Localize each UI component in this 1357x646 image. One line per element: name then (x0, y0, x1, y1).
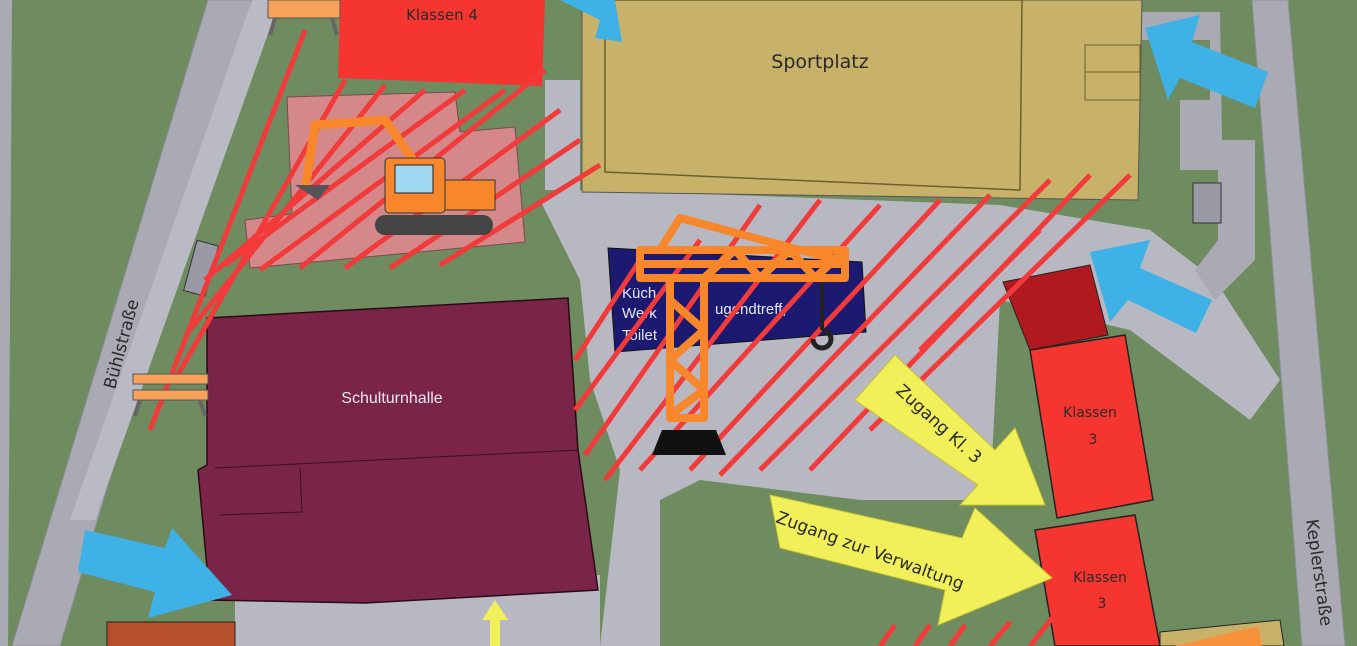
small-shed (1192, 182, 1222, 224)
entrance-arrow-icon (78, 528, 232, 618)
hatch-line (258, 87, 507, 273)
hatch-line (718, 193, 992, 477)
hatch-line (947, 623, 968, 646)
barricade-icon (267, 0, 341, 36)
sportplatz-label: Sportplatz (771, 51, 868, 73)
hatch-line (912, 623, 933, 646)
north-path (545, 80, 580, 190)
hatch-line (688, 198, 942, 472)
klassen-4-building (338, 0, 545, 86)
crane-hook-icon (810, 327, 834, 351)
klassen-3-building-south (1034, 514, 1161, 646)
schulturnhalle-label: Schulturnhalle (341, 390, 443, 407)
klassen-3-north-number: 3 (1089, 432, 1098, 448)
keplerstrasse-road (1251, 0, 1346, 646)
buehlstrasse-road (11, 0, 253, 646)
klassen-4-label: Klassen 4 (406, 6, 478, 24)
entrance-arrow-icon (560, 0, 622, 42)
hatch-line (988, 620, 1012, 646)
south-entrance-arrow-icon (482, 600, 508, 646)
navy-building-label-2b: ugendtreff, (715, 301, 786, 318)
left-edge-path (0, 0, 12, 646)
entrance-arrow-icon (1145, 15, 1268, 108)
klassen-3-south-number: 3 (1098, 596, 1107, 612)
hatch-line (1028, 616, 1054, 646)
hatch-line (438, 162, 602, 268)
klassen-3-building-north (1029, 334, 1154, 519)
excavator-icon (295, 115, 496, 235)
hatch-line (918, 228, 1042, 352)
hatch-line (572, 238, 703, 412)
schulturnhalle-building (197, 297, 599, 604)
sportplatz-lines (604, 0, 1023, 191)
hatch-line (877, 623, 898, 646)
klassen-3-north-label: Klassen (1063, 405, 1117, 421)
dark-red-building (1002, 264, 1109, 351)
east-access-path (1140, 12, 1255, 300)
entrance-arrow-icon (1090, 240, 1212, 333)
sportplatz-field (581, 0, 1143, 201)
crane-icon (636, 214, 849, 422)
hatch-line (758, 178, 1052, 472)
hatch-line (147, 29, 308, 431)
klassen-3-south-label: Klassen (1073, 570, 1127, 586)
barricade-icon (132, 373, 209, 417)
hatch-line (572, 258, 643, 362)
sidewalk (70, 0, 280, 520)
hatch-line (223, 87, 467, 268)
navy-building-label-1: Küch (622, 285, 656, 302)
crane-base (652, 430, 726, 455)
southwest-building (106, 621, 236, 646)
